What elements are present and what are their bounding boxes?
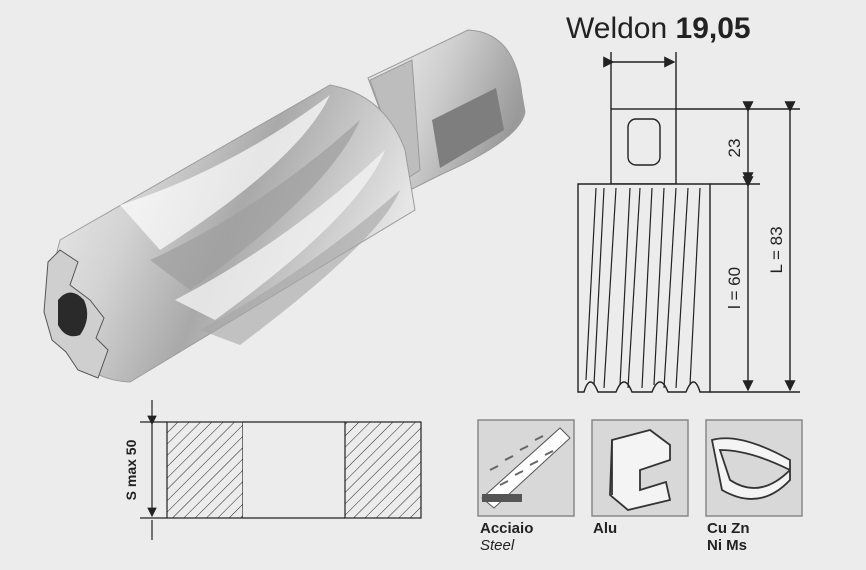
weldon-flat (627, 118, 661, 166)
material-copper-icon (705, 419, 803, 517)
thickness-label: S max 50 (123, 439, 139, 500)
shank-flat (432, 88, 504, 168)
material-steel-icon (477, 419, 575, 517)
page-title: Weldon 19,05 (566, 12, 751, 46)
flute (150, 120, 360, 290)
material-name: Alu (593, 520, 618, 537)
hatch-right (344, 421, 422, 519)
title-name: Weldon (566, 12, 668, 45)
material-alu-label: Alu (593, 520, 617, 537)
material-copper-label: Cu Zn Ni Ms (707, 520, 750, 554)
dim-shank-label: 23 (725, 139, 744, 158)
dimension-drawing (577, 52, 800, 393)
dim-cut-label: l = 60 (725, 267, 744, 309)
dimension-labels: 23 l = 60 L = 83 (725, 139, 786, 309)
hatch-left (166, 421, 244, 519)
hole-gap (243, 422, 345, 518)
material-name: Cu Zn (707, 520, 750, 537)
dim-total-label: L = 83 (767, 226, 786, 273)
title-value: 19,05 (675, 12, 751, 45)
material-sub: Ni Ms (707, 537, 748, 554)
material-steel-label: Acciaio Steel (480, 520, 533, 554)
flute-lines (585, 187, 701, 389)
flute (175, 150, 385, 320)
flute (120, 95, 330, 250)
cutter-bore (58, 292, 88, 337)
flute (200, 190, 400, 345)
material-name: Acciaio (480, 520, 534, 537)
material-sub: Steel (480, 537, 515, 554)
plate-section (140, 400, 422, 540)
material-alu-icon (591, 419, 689, 517)
cutter-illustration (43, 29, 526, 383)
body-outline (577, 183, 711, 393)
